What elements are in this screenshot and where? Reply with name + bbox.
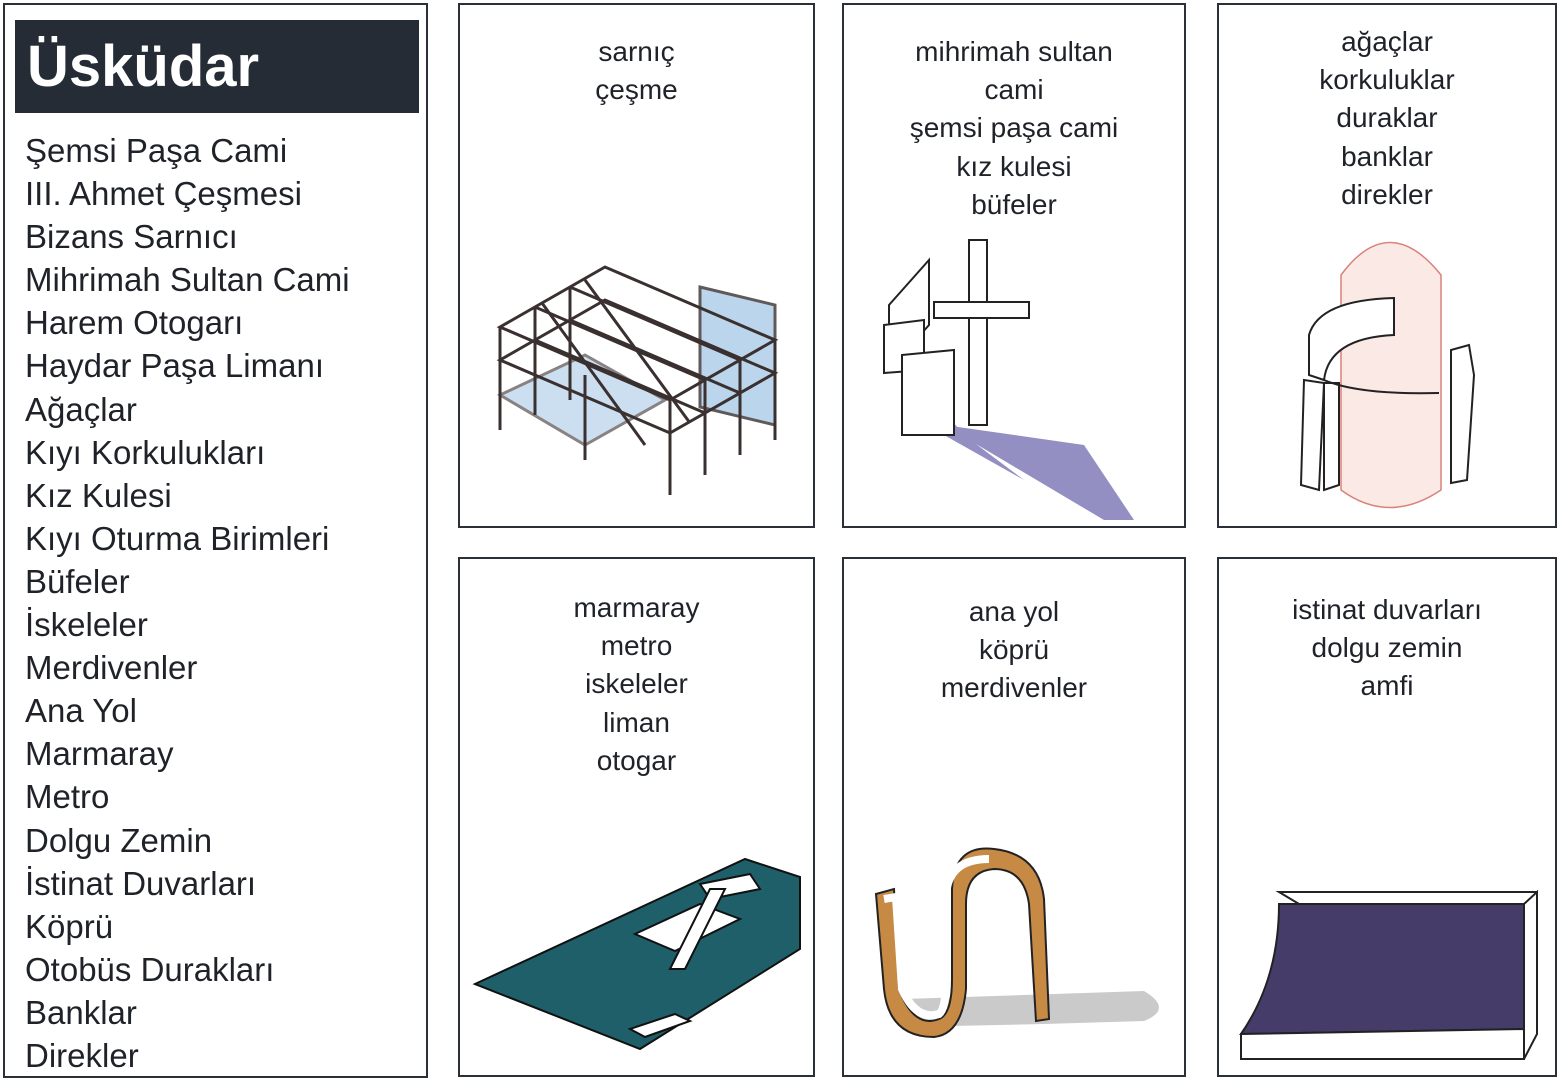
card-text-line: büfeler: [971, 188, 1057, 220]
card-text: marmaray metro iskeleler liman otogar: [460, 589, 813, 780]
card-text-line: cami: [984, 74, 1044, 106]
place-list-item: Otobüs Durakları: [25, 950, 275, 988]
card-text-line: duraklar: [1336, 102, 1438, 134]
card-text-line: marmaray: [573, 592, 700, 623]
card-text: ağaçlar korkuluklar duraklar banklar direkle…: [1219, 23, 1555, 214]
card-text-line: banklar: [1341, 140, 1433, 172]
place-list-item: Ana Yol: [25, 692, 137, 730]
vertical-planes-icon: [883, 239, 1134, 520]
place-list-item: Büfeler: [25, 562, 130, 600]
card-text: sarnıç çeşme: [460, 33, 813, 109]
grid-frame-icon: [496, 265, 779, 495]
card-text-line: amfi: [1360, 670, 1414, 702]
place-list-item: Kıyı Korkulukları: [25, 433, 266, 471]
card-text-line: korkuluklar: [1319, 64, 1455, 96]
card-sarnic: sarnıç çeşme: [458, 3, 815, 528]
cylinder-wrap-icon: [1299, 241, 1476, 509]
place-list-item: Dolgu Zemin: [25, 821, 213, 859]
card-text-line: çeşme: [595, 74, 678, 106]
curved-wall-icon: [1239, 889, 1538, 1060]
card-text: ana yol köprü merdivenler: [844, 593, 1184, 708]
card-text-line: sarnıç: [598, 36, 675, 67]
card-text-line: otogar: [596, 744, 677, 776]
card-text-line: metro: [600, 630, 673, 662]
place-list-item: Marmaray: [25, 735, 174, 773]
place-list-item: Metro: [25, 778, 110, 816]
place-list-item: Mihrimah Sultan Cami: [25, 261, 350, 299]
place-list-item: Direkler: [25, 1036, 139, 1074]
slab-openings-icon: [472, 857, 801, 1051]
place-list-item: Kıyı Oturma Birimleri: [25, 519, 330, 557]
card-marmaray: marmaray metro iskeleler liman otogar: [458, 557, 815, 1077]
place-list-item: Harem Otogarı: [25, 304, 244, 342]
place-list-item: İstinat Duvarları: [25, 864, 257, 902]
card-istinat: istinat duvarları dolgu zemin amfi: [1217, 557, 1557, 1077]
card-text-line: ağaçlar: [1341, 26, 1433, 57]
card-text-line: şemsi paşa cami: [909, 112, 1119, 144]
place-list-item: Köprü: [25, 907, 114, 945]
card-text-line: köprü: [978, 634, 1050, 666]
place-list-item: Ağaçlar: [25, 390, 137, 428]
place-list-item: Şemsi Paşa Cami: [25, 132, 288, 169]
place-list-item: İskeleler: [25, 606, 148, 644]
card-text-line: ana yol: [968, 596, 1060, 627]
card-text: istinat duvarları dolgu zemin amfi: [1219, 591, 1555, 706]
place-list-item: Kız Kulesi: [25, 476, 172, 514]
card-text-line: liman: [603, 706, 670, 738]
card-text-line: direkler: [1341, 178, 1433, 210]
card-text-line: kız kulesi: [956, 150, 1072, 182]
place-list-item: Bizans Sarnıcı: [25, 218, 238, 256]
place-list-item: III. Ahmet Çeşmesi: [25, 175, 302, 213]
card-text-line: mihrimah sultan: [915, 36, 1113, 67]
card-text-line: istinat duvarları: [1292, 594, 1482, 625]
card-text-line: dolgu zemin: [1311, 632, 1463, 664]
page-title: Üsküdar: [15, 20, 419, 113]
place-list-item: Merdivenler: [25, 649, 198, 687]
card-text-line: iskeleler: [585, 668, 688, 700]
card-text: mihrimah sultan cami şemsi paşa cami kız ku…: [844, 33, 1184, 224]
card-agaclar: ağaçlar korkuluklar duraklar banklar direkle…: [1217, 3, 1557, 528]
place-list-item: Haydar Paşa Limanı: [25, 347, 324, 385]
folded-ribbon-icon: [874, 847, 1159, 1039]
card-mihrimah: mihrimah sultan cami şemsi paşa cami kız ku…: [842, 3, 1186, 528]
card-ana-yol: ana yol köprü merdivenler: [842, 557, 1186, 1077]
card-text-line: merdivenler: [940, 672, 1088, 704]
place-list-item: Banklar: [25, 993, 137, 1031]
